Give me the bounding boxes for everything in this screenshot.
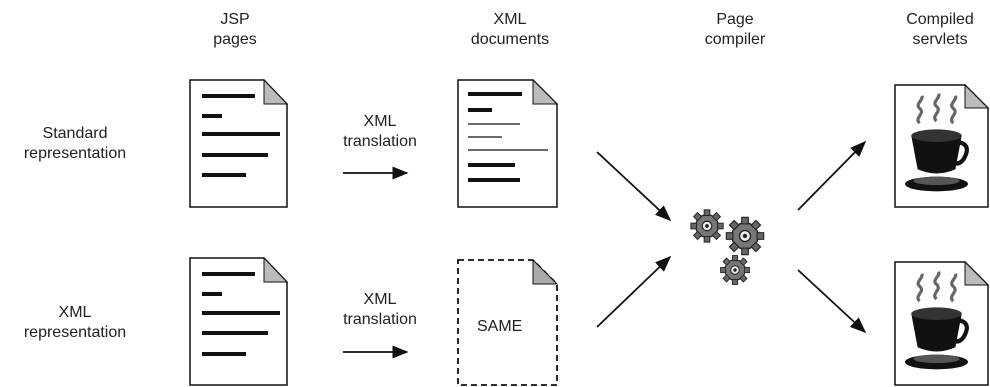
header-jsp-line1: JSP (220, 11, 250, 28)
compiled-servlet-top (894, 83, 990, 208)
header-jsp-pages: JSP pages (190, 10, 280, 50)
gears-icon (690, 209, 765, 285)
header-compiler-line2: compiler (704, 31, 766, 48)
arrow-to-compiler-top (596, 151, 672, 222)
row-label-xml: XML representation (0, 303, 150, 343)
row-xml-line1: XML (58, 304, 92, 321)
arrow-to-servlet-bottom (797, 269, 867, 334)
row-standard-line2: representation (23, 145, 127, 162)
same-label: SAME (477, 318, 523, 335)
header-servlets-line2: servlets (912, 31, 968, 48)
translation-label-bottom: XML translation (325, 290, 435, 330)
translation-top-line1: XML (363, 113, 397, 130)
header-servlets-line1: Compiled (906, 11, 974, 28)
row-label-standard: Standard representation (0, 124, 150, 164)
compiled-servlet-bottom (894, 260, 990, 386)
header-compiler-line1: Page (716, 11, 754, 28)
header-xml-line2: documents (470, 31, 550, 48)
arrow-to-compiler-bottom (596, 255, 672, 328)
row-standard-line1: Standard (42, 125, 108, 142)
header-xml-documents: XML documents (450, 10, 570, 50)
translation-bottom-line1: XML (363, 291, 397, 308)
arrow-to-servlet-top (797, 140, 867, 211)
translation-label-top: XML translation (325, 112, 435, 152)
row-xml-line2: representation (23, 324, 127, 341)
xml-document-standard (457, 78, 559, 208)
header-xml-line1: XML (493, 11, 527, 28)
header-compiled-servlets: Compiled servlets (890, 10, 990, 50)
header-page-compiler: Page compiler (680, 10, 790, 50)
jsp-page-standard (189, 78, 289, 208)
translation-top-line2: translation (343, 133, 417, 150)
jsp-page-xml (189, 256, 289, 386)
xml-document-same (457, 258, 559, 386)
translation-bottom-line2: translation (343, 311, 417, 328)
header-jsp-line2: pages (213, 31, 257, 48)
